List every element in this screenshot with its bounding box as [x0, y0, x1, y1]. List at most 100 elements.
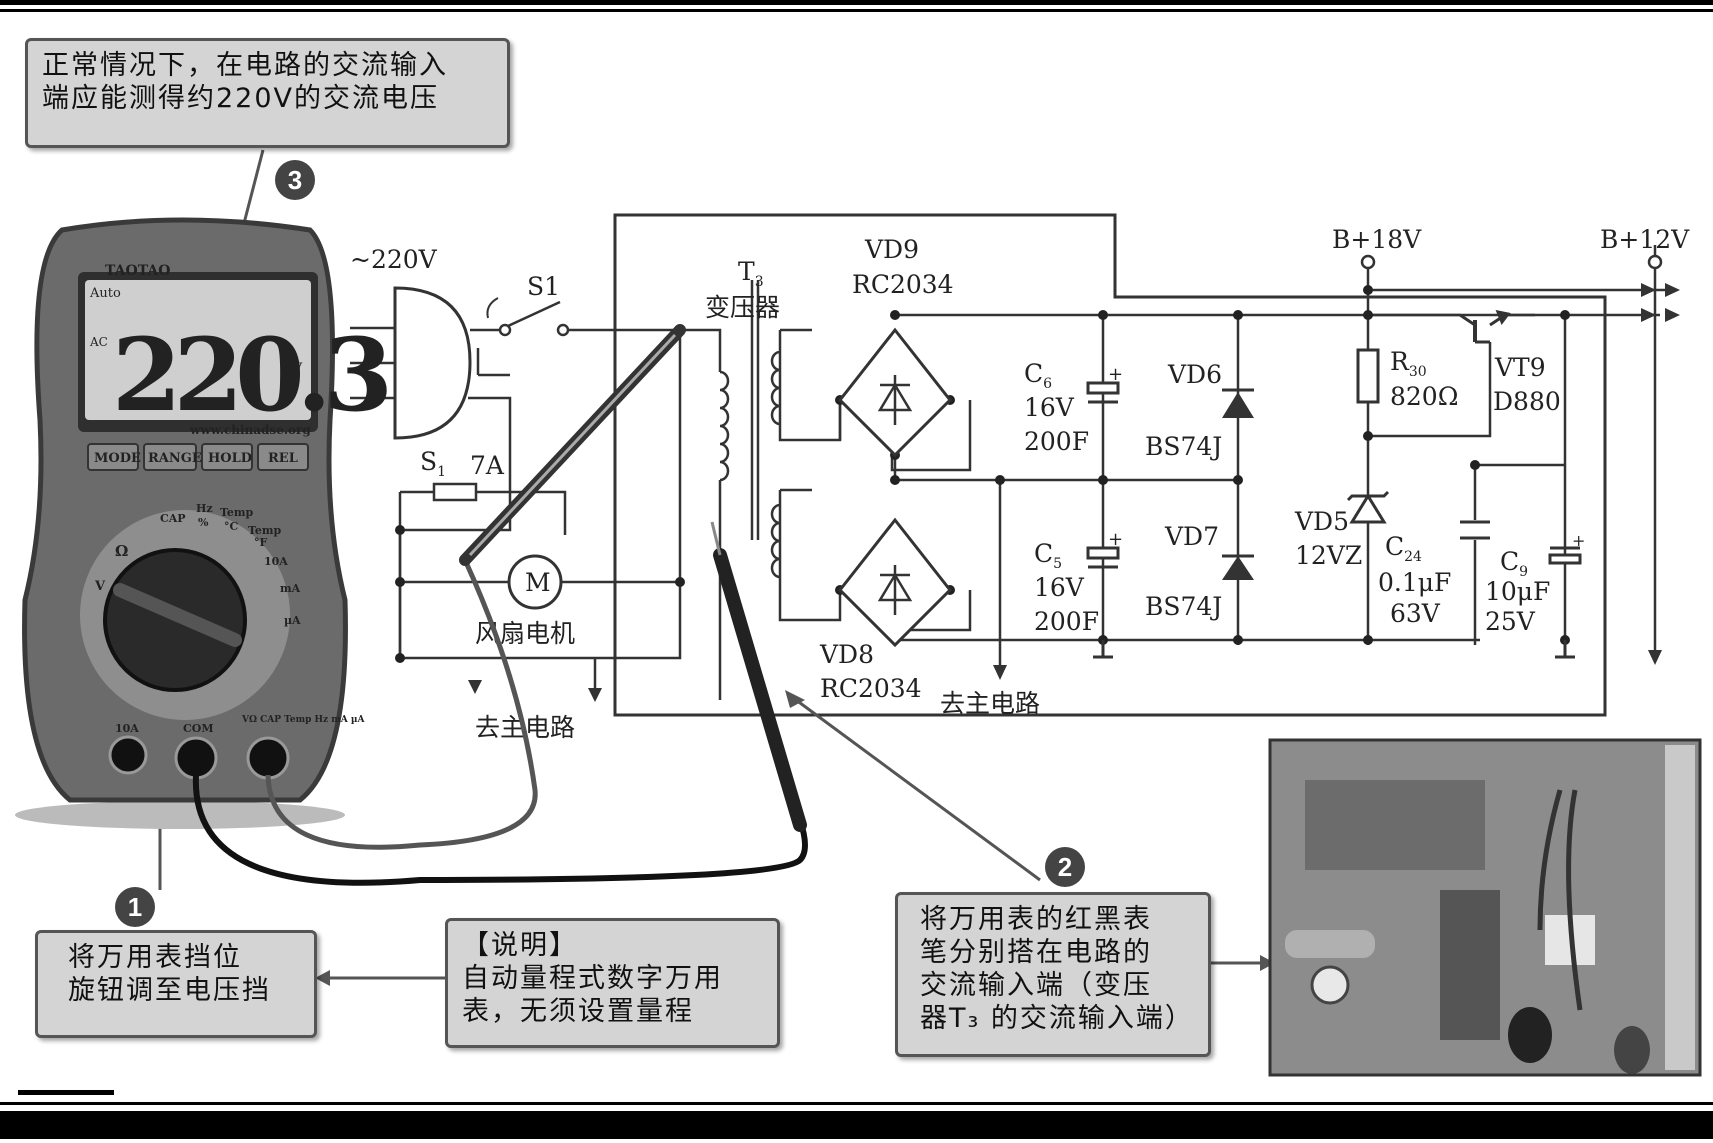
ac-plug	[393, 286, 472, 440]
meter-mode-ac: AC	[89, 335, 108, 349]
svg-text:°C: °C	[224, 520, 239, 533]
label-ac-source: ~220V	[350, 245, 438, 274]
label-c24-voltage: 63V	[1390, 599, 1441, 628]
meter-dial-labels: CAP Hz % Temp °C Temp °F 10A mA µA Ω V	[94, 502, 301, 627]
meter-reading: 220.3	[112, 316, 388, 434]
svg-text:µA: µA	[284, 614, 301, 627]
meter-unit: V	[291, 361, 303, 377]
callout-right-line3: 交流输入端（变压	[920, 970, 1152, 1001]
transformer-t3	[719, 350, 781, 579]
bottom-mark	[18, 1090, 114, 1095]
svg-text:mA: mA	[280, 582, 301, 595]
label-vd6-part: BS74J	[1145, 432, 1222, 461]
callout-note-line1: 【说明】	[462, 930, 578, 961]
svg-text:°F: °F	[254, 536, 268, 549]
black-probe	[713, 548, 807, 832]
circuit-frame	[613, 213, 1607, 717]
svg-text:%: %	[198, 516, 209, 529]
label-c9-voltage: 25V	[1485, 607, 1536, 636]
callout-right-line2: 笔分别搭在电路的	[920, 937, 1152, 968]
step-badge-2: 2	[1045, 847, 1085, 887]
label-transformer-name: 变压器	[705, 293, 780, 322]
callout-note: 【说明】 自动量程式数字万用 表，无须设置量程	[445, 918, 780, 1048]
jack-10a	[108, 735, 148, 775]
meter-button-rel[interactable]	[257, 443, 309, 471]
terminal-b18	[1360, 254, 1376, 270]
label-b18: B+18V	[1332, 225, 1422, 254]
meter-button-range-label: RANGE	[148, 451, 202, 466]
top-border-thick	[0, 0, 1713, 5]
bottom-border-thick	[0, 1111, 1713, 1139]
callout-right-line4: 器T₃ 的交流输入端）	[920, 1003, 1194, 1034]
label-c6-c: 200F	[1024, 427, 1089, 456]
circuit-board-photo	[1268, 738, 1702, 1077]
meter-button-mode[interactable]	[87, 443, 139, 471]
svg-text:10A: 10A	[264, 555, 288, 568]
label-c9: C9	[1500, 547, 1528, 580]
meter-jacks: 10A COM VΩ CAP Temp Hz mA µA	[115, 715, 365, 735]
label-r30: R30	[1390, 347, 1427, 380]
test-leads	[192, 324, 808, 886]
bottom-border-thin	[0, 1102, 1713, 1105]
circuit-arrows	[468, 283, 1680, 702]
capacitor-c24	[1460, 520, 1490, 540]
callout-left-line2: 旋钮调至电压挡	[68, 975, 271, 1006]
resistor-r30	[1356, 348, 1380, 404]
meter-button-rel-label: REL	[268, 451, 298, 466]
label-fuse: S1	[420, 447, 446, 480]
label-c5-v: 16V	[1034, 573, 1085, 602]
label-c5: C5	[1034, 539, 1062, 572]
circuit-labels: ~220V S1 S1 7A M 风扇电机 去主电路 去主电路 T3 变压器 V…	[350, 225, 1690, 742]
circuit-wires	[350, 245, 1665, 700]
label-to-main-2: 去主电路	[940, 689, 1040, 718]
label-b12: B+12V	[1600, 225, 1690, 254]
callout-top: 正常情况下，在电路的交流输入 端应能测得约220V的交流电压	[25, 38, 510, 148]
meter-lcd	[85, 280, 311, 420]
multimeter: TAOTAO Auto AC 220.3 V www.chinadse.org …	[15, 217, 396, 829]
zener-vd5	[1346, 490, 1390, 524]
bridge-vd8	[837, 517, 953, 648]
meter-button-mode-label: MODE	[94, 451, 141, 466]
callout-top-line2: 端应能测得约220V的交流电压	[42, 83, 440, 114]
callout-right: 将万用表的红黑表 笔分别搭在电路的 交流输入端（变压 器T₃ 的交流输入端）	[895, 892, 1211, 1057]
diode-vd6	[1222, 388, 1254, 418]
label-c6: C6	[1024, 359, 1052, 392]
capacitor-c9: +	[1548, 531, 1585, 565]
meter-brand: TAOTAO	[105, 263, 170, 279]
svg-text:COM: COM	[183, 722, 214, 735]
label-switch: S1	[527, 272, 560, 301]
label-vd9: VD9	[864, 235, 919, 264]
callout-left: 将万用表挡位 旋钮调至电压挡	[35, 930, 317, 1038]
label-vd5-part: 12VZ	[1295, 541, 1362, 570]
label-c24-capacitance: 0.1μF	[1378, 568, 1451, 597]
label-fan-symbol: M	[525, 568, 551, 597]
svg-text:VΩ CAP Temp Hz mA µA: VΩ CAP Temp Hz mA µA	[241, 715, 365, 725]
callout-left-line1: 将万用表挡位	[68, 942, 242, 973]
bottom-tab	[1520, 1125, 1640, 1139]
meter-button-hold[interactable]	[201, 443, 253, 471]
label-vd9-part: RC2034	[852, 270, 954, 299]
junction-dots	[395, 285, 1570, 663]
label-vd7-part: BS74J	[1145, 592, 1222, 621]
step-badge-3: 3	[275, 160, 315, 200]
callout-note-line2: 自动量程式数字万用	[462, 963, 723, 994]
meter-mode-auto: Auto	[89, 286, 121, 301]
meter-button-range[interactable]	[143, 443, 197, 471]
jack-v	[246, 736, 290, 780]
step-badge-1: 1	[115, 887, 155, 927]
label-c24: C24	[1385, 532, 1422, 565]
meter-button-hold-label: HOLD	[208, 451, 252, 466]
label-vd5: VD5	[1294, 507, 1349, 536]
terminal-b12	[1647, 254, 1663, 270]
svg-text:Ω: Ω	[115, 542, 128, 560]
capacitor-c6: +	[1086, 364, 1123, 404]
label-vd6: VD6	[1167, 360, 1222, 389]
label-vd8: VD8	[819, 640, 874, 669]
transistor-vt9	[1459, 309, 1511, 344]
label-c9-capacitance: 10μF	[1485, 577, 1550, 606]
fuse-s1	[432, 482, 478, 502]
meter-buttons: MODE RANGE HOLD REL	[87, 443, 309, 471]
callout-top-line1: 正常情况下，在电路的交流输入	[42, 50, 448, 81]
label-vd7: VD7	[1164, 522, 1219, 551]
